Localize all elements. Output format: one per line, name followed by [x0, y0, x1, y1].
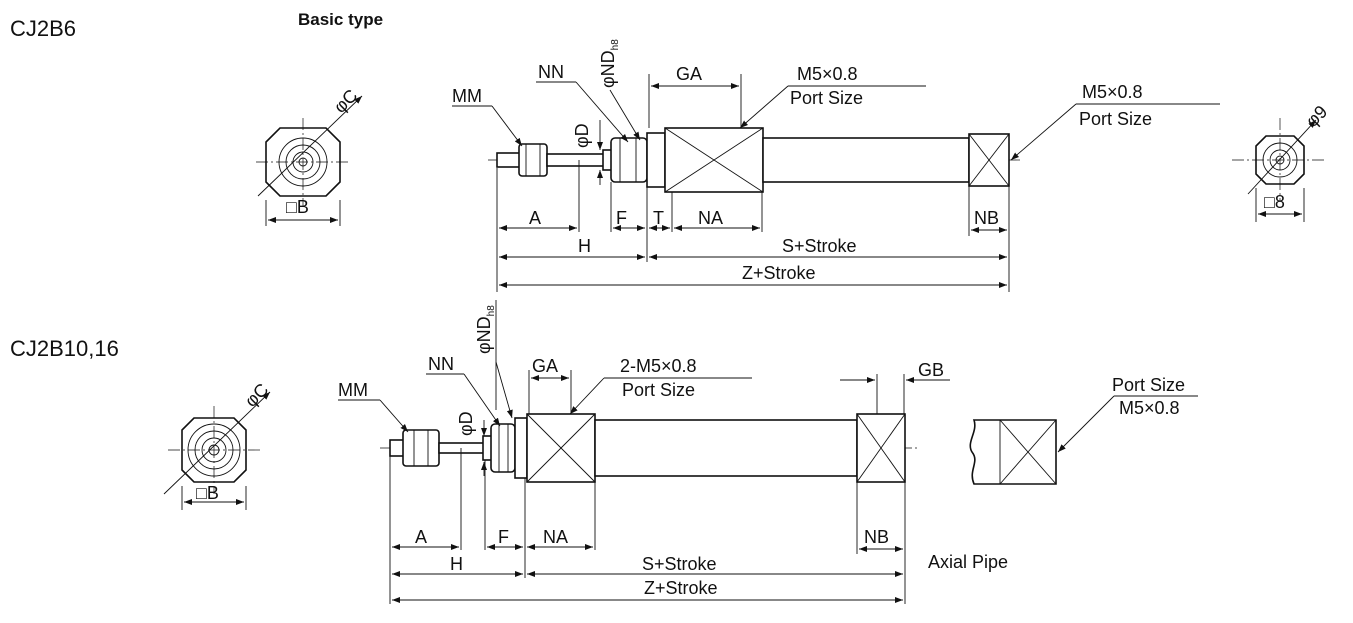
label-mm-top: MM	[452, 86, 482, 106]
dim-h-top: H	[578, 236, 591, 256]
dim-z-bottom: Z+Stroke	[644, 578, 718, 598]
axial-pipe-detail	[969, 395, 1198, 485]
label-d-top: φD	[572, 123, 592, 148]
dim-nb-bottom: NB	[864, 527, 889, 547]
label-ga-bottom: GA	[532, 356, 558, 376]
label-mm-bottom: MM	[338, 380, 368, 400]
axial-port-thread: M5×0.8	[1119, 398, 1180, 418]
dim-phi-c-bottom: φC	[241, 379, 273, 411]
dim-f-top: F	[616, 208, 627, 228]
dim-t-top: T	[653, 208, 664, 228]
dim-a-bottom: A	[415, 527, 427, 547]
dim-na-top: NA	[698, 208, 723, 228]
model-label-cj2b6: CJ2B6	[10, 16, 76, 41]
dim-square-b-top: □B	[286, 197, 309, 217]
port-size-2-top: Port Size	[1079, 109, 1152, 129]
label-nd-top: φNDh8	[598, 39, 621, 88]
dim-square-8-top: □8	[1264, 192, 1285, 212]
model-label-cj2b10: CJ2B10,16	[10, 336, 119, 361]
dim-z-top: Z+Stroke	[742, 263, 816, 283]
label-nd-bottom: φNDh8	[474, 305, 497, 354]
dim-f-bottom: F	[498, 527, 509, 547]
basic-type-title: Basic type	[298, 10, 383, 29]
port-size-top: Port Size	[790, 88, 863, 108]
dim-phi-c-top: φC	[330, 85, 362, 117]
side-view-bottom	[338, 300, 950, 604]
end-view-rod-side-bottom	[163, 391, 271, 510]
dim-a-top: A	[529, 208, 541, 228]
dim-s-bottom: S+Stroke	[642, 554, 717, 574]
port-thread-bottom: 2-M5×0.8	[620, 356, 697, 376]
end-view-rod-side-top	[256, 95, 363, 226]
side-view-top	[452, 74, 1220, 292]
axial-pipe-label: Axial Pipe	[928, 552, 1008, 572]
label-nn-top: NN	[538, 62, 564, 82]
label-d-bottom: φD	[456, 411, 476, 436]
dim-phi-9-top: φ9	[1302, 101, 1331, 130]
dim-na-bottom: NA	[543, 527, 568, 547]
dim-h-bottom: H	[450, 554, 463, 574]
port-thread-top: M5×0.8	[797, 64, 858, 84]
label-ga-top: GA	[676, 64, 702, 84]
dim-nb-top: NB	[974, 208, 999, 228]
label-nn-bottom: NN	[428, 354, 454, 374]
end-view-head-side-top	[1232, 118, 1326, 222]
dim-square-b-bottom: □B	[196, 483, 219, 503]
port-size-bottom: Port Size	[622, 380, 695, 400]
dim-s-top: S+Stroke	[782, 236, 857, 256]
axial-port-size: Port Size	[1112, 375, 1185, 395]
label-gb-bottom: GB	[918, 360, 944, 380]
port-thread-2-top: M5×0.8	[1082, 82, 1143, 102]
